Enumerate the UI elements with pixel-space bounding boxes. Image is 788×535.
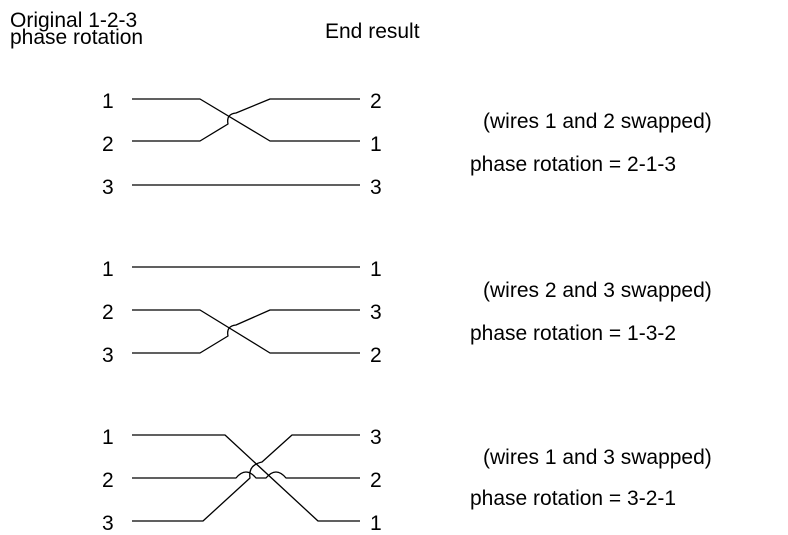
- diagram-2-rotation: phase rotation = 1-3-2: [470, 322, 677, 345]
- diagram-1-wire-1: [132, 98, 360, 142]
- diagram-2-swap-note: (wires 2 and 3 swapped): [483, 279, 712, 302]
- diagram-1-right-label-2: 1: [370, 133, 382, 156]
- diagram-2-right-label-3: 2: [370, 344, 382, 367]
- diagram-2-left-label-2: 2: [102, 301, 114, 324]
- diagram-3-left-label-1: 1: [102, 426, 114, 449]
- diagram-2-left-label-1: 1: [102, 258, 114, 281]
- diagram-3-left-label-3: 3: [102, 512, 114, 535]
- diagram-1-left-label-2: 2: [102, 133, 114, 156]
- diagram-3-right-label-1: 3: [370, 426, 382, 449]
- diagram-2-wire-3: [132, 309, 360, 354]
- header-end-result: End result: [325, 20, 420, 43]
- diagram-3-wire-3: [132, 434, 360, 522]
- header-original-line2: phase rotation: [10, 26, 144, 49]
- diagram-1-wire-2: [132, 98, 360, 142]
- diagram-3-wire-2: [132, 471, 360, 479]
- diagram-1-left-label-3: 3: [102, 176, 114, 199]
- diagram-2-right-label-1: 1: [370, 258, 382, 281]
- diagram-2-left-label-3: 3: [102, 344, 114, 367]
- diagram-1-right-label-3: 3: [370, 176, 382, 199]
- diagram-1-left-label-1: 1: [102, 90, 114, 113]
- header-original: Original 1-2-3 phase rotation: [10, 9, 144, 49]
- diagram-2-right-label-2: 3: [370, 301, 382, 324]
- diagram-3-right-label-3: 1: [370, 512, 382, 535]
- diagram-3-swap-note: (wires 1 and 3 swapped): [483, 446, 712, 469]
- diagram-3-rotation: phase rotation = 3-2-1: [470, 487, 677, 510]
- diagram-3-wire-1: [132, 434, 360, 522]
- diagram-2-wire-2: [132, 309, 360, 354]
- diagram-1: 1 2 3 2 1 3: [102, 90, 382, 199]
- diagram-2: 1 2 3 1 3 2: [102, 258, 382, 367]
- diagram-1-right-label-1: 2: [370, 90, 382, 113]
- diagram-3: 1 2 3 3 2 1: [102, 426, 382, 535]
- diagram-1-rotation: phase rotation = 2-1-3: [470, 153, 677, 176]
- header-original-line1: Original 1-2-3: [10, 9, 138, 32]
- diagram-1-swap-note: (wires 1 and 2 swapped): [483, 110, 712, 133]
- diagram-3-right-label-2: 2: [370, 469, 382, 492]
- diagram-3-left-label-2: 2: [102, 469, 114, 492]
